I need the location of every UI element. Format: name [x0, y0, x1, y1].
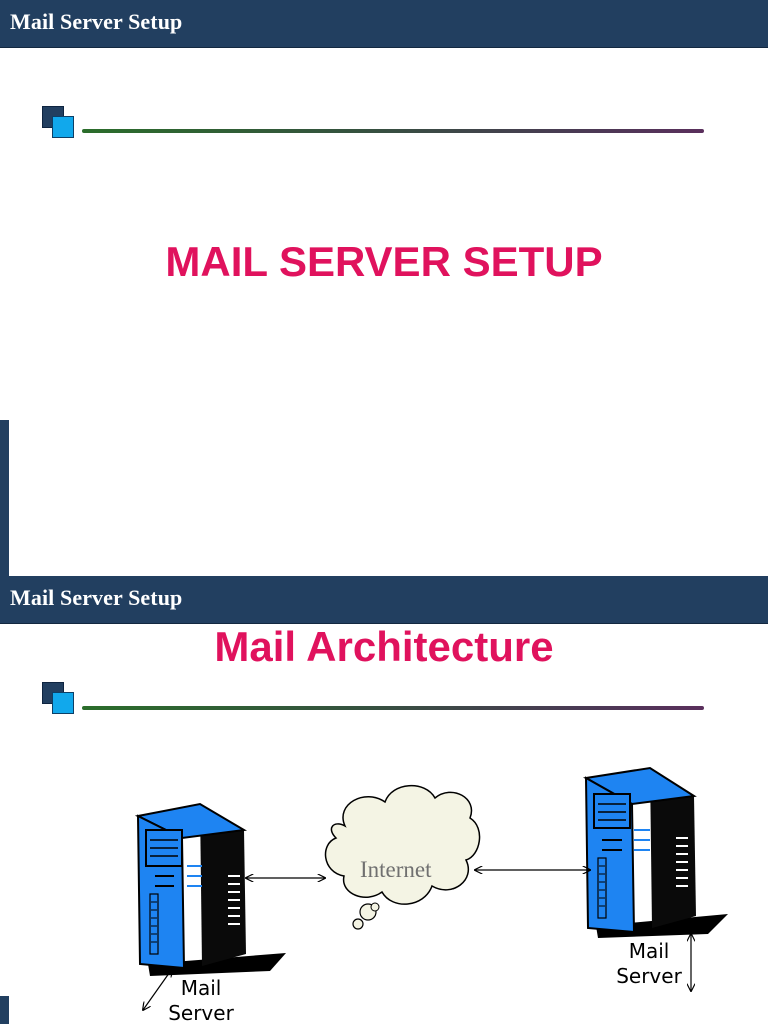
left-accent-bar	[0, 996, 9, 1024]
title-divider-line	[82, 129, 704, 133]
decorative-squares-icon	[42, 106, 76, 140]
slide-title: Mail Architecture	[214, 623, 554, 670]
mail-architecture-diagram	[134, 766, 728, 1024]
slide-header-title: Mail Server Setup	[10, 9, 183, 34]
server-left-icon	[134, 802, 286, 976]
slide-header-title: Mail Server Setup	[10, 585, 183, 610]
right-server-label: Mail Server	[616, 939, 682, 988]
internet-cloud-icon	[324, 784, 481, 930]
decorative-squares-icon	[42, 682, 76, 716]
slide-1: Mail Server Setup MAIL SERVER SETUP	[0, 0, 768, 576]
left-server-io-arrow	[143, 969, 172, 1010]
internet-label: Internet	[360, 857, 432, 882]
left-server-label: Mail Server	[168, 976, 234, 1025]
title-divider-line	[82, 706, 704, 710]
slide-2: Mail Server Setup Mail Architecture	[0, 576, 768, 1025]
slide-title: MAIL SERVER SETUP	[165, 238, 603, 285]
left-accent-bar	[0, 420, 9, 576]
slide-header-bar: Mail Server Setup	[0, 576, 768, 624]
slide-header-bar: Mail Server Setup	[0, 0, 768, 48]
server-right-icon	[583, 766, 728, 938]
